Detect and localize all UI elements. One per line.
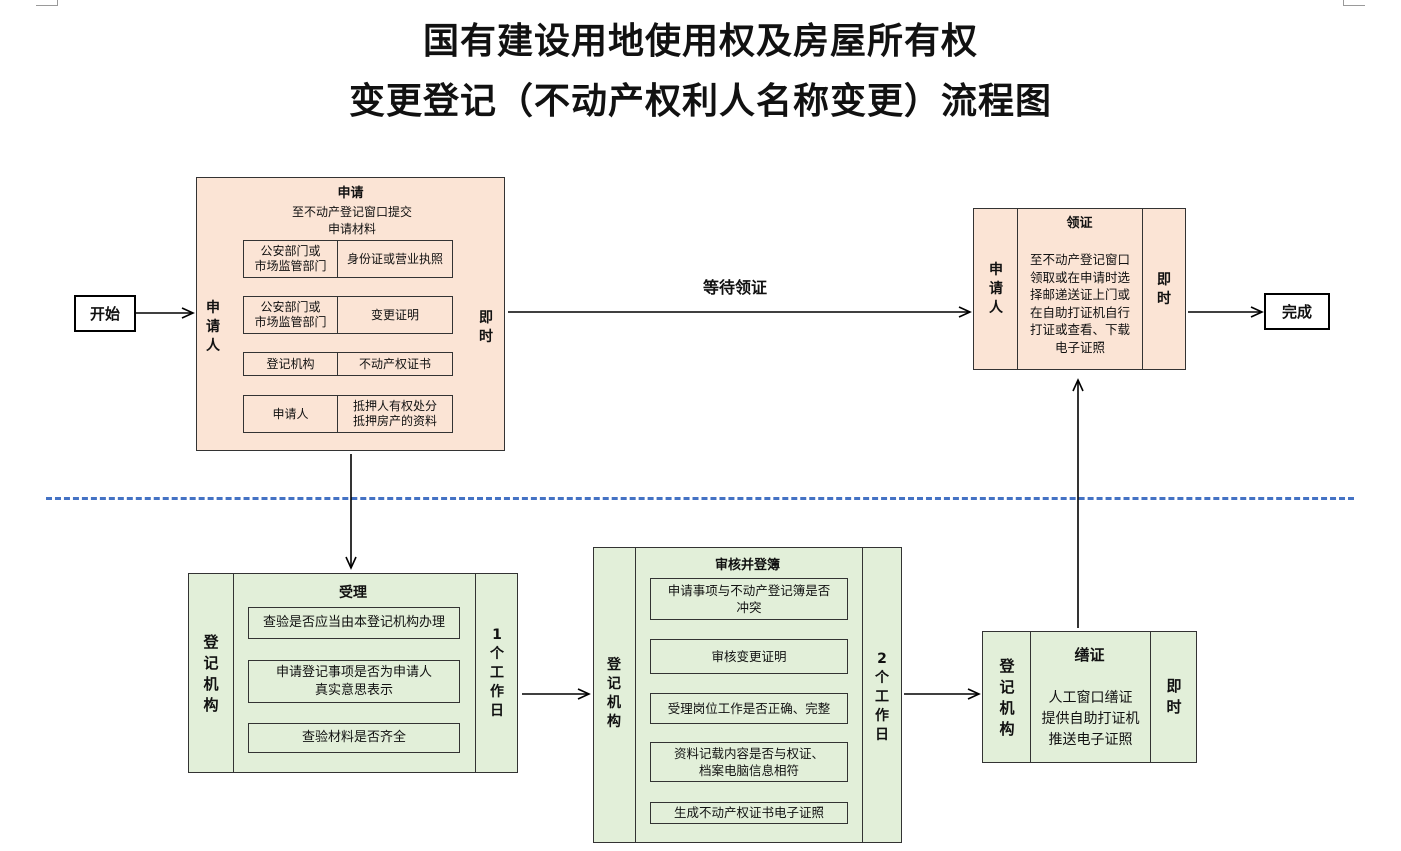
- review-time: 2 个 工 作 日: [875, 651, 889, 743]
- accept-step: 登 记 机 构 1 个 工 作 日 受理 查验是否应当由本登记机构办理 申请登记…: [188, 573, 518, 773]
- accept-time: 1 个 工 作 日: [490, 627, 504, 719]
- review-actor: 登 记 机 构: [607, 657, 621, 730]
- collect-time: 即 时: [1157, 272, 1171, 307]
- collect-actor: 申 请 人: [989, 262, 1003, 316]
- material-item: 不动产权证书: [358, 356, 431, 371]
- issue-time: 即 时: [1166, 677, 1182, 716]
- check-item: 申请事项与不动产登记簿是否 冲突: [650, 578, 848, 620]
- check-item: 申请登记事项是否为申请人 真实意思表示: [248, 660, 460, 703]
- material-item: 身份证或营业执照: [346, 251, 443, 266]
- check-item: 审核变更证明: [650, 639, 848, 674]
- issue-description: 人工窗口缮证 提供自助打证机 推送电子证照: [1041, 690, 1140, 748]
- material-row: 公安部门或 市场监管部门 变更证明: [243, 296, 453, 334]
- apply-description: 至不动产登记窗口提交 申请材料: [291, 205, 412, 236]
- accept-header: 受理: [339, 585, 367, 601]
- material-row: 登记机构 不动产权证书: [243, 352, 453, 376]
- check-item: 生成不动产权证书电子证照: [650, 802, 848, 824]
- title-line-2: 变更登记（不动产权利人名称变更）流程图: [348, 80, 1052, 122]
- check-item: 资料记载内容是否与权证、 档案电脑信息相符: [650, 742, 848, 782]
- collect-step: 申 请 人 即 时 领证 至不动产登记窗口 领取或在申请时选 择邮递送证上门或 …: [973, 208, 1186, 370]
- collect-description: 至不动产登记窗口 领取或在申请时选 择邮递送证上门或 在自助打证机自行 打证或查…: [1029, 252, 1130, 355]
- end-node: 完成: [1264, 293, 1330, 330]
- check-item: 查验是否应当由本登记机构办理: [248, 607, 460, 639]
- issue-step: 登 记 机 构 即 时 缮证 人工窗口缮证 提供自助打证机 推送电子证照: [982, 631, 1197, 763]
- accept-actor: 登 记 机 构: [203, 633, 219, 714]
- material-source: 登记机构: [244, 353, 338, 375]
- issue-header: 缮证: [1074, 646, 1105, 664]
- wait-for-certificate-label: 等待领证: [702, 278, 767, 297]
- material-item: 抵押人有权处分 抵押房产的资料: [352, 399, 437, 428]
- page-corner-mark-left: [36, 0, 58, 6]
- material-source: 公安部门或 市场监管部门: [244, 241, 338, 277]
- issue-actor: 登 记 机 构: [999, 657, 1015, 738]
- apply-time: 即 时: [479, 310, 493, 345]
- collect-header: 领证: [1066, 216, 1093, 231]
- check-item: 受理岗位工作是否正确、完整: [650, 693, 848, 724]
- material-item: 变更证明: [370, 307, 419, 322]
- review-header: 审核并登簿: [714, 558, 780, 573]
- material-row: 公安部门或 市场监管部门 身份证或营业执照: [243, 240, 453, 278]
- title-line-1: 国有建设用地使用权及房屋所有权: [422, 20, 978, 62]
- apply-step: 申请 至不动产登记窗口提交 申请材料 申 请 人 即 时 公安部门或 市场监管部…: [196, 177, 505, 451]
- material-source: 公安部门或 市场监管部门: [244, 297, 338, 333]
- material-source: 申请人: [244, 396, 338, 432]
- material-row: 申请人 抵押人有权处分 抵押房产的资料: [243, 395, 453, 433]
- start-node: 开始: [74, 295, 136, 332]
- page-corner-mark-right: [1343, 0, 1365, 6]
- swimlane-divider: [46, 497, 1354, 500]
- check-item: 查验材料是否齐全: [248, 723, 460, 753]
- review-step: 登 记 机 构 2 个 工 作 日 审核并登簿 申请事项与不动产登记簿是否 冲突…: [593, 547, 902, 843]
- apply-actor: 申 请 人: [206, 300, 220, 354]
- apply-header: 申请: [337, 186, 364, 201]
